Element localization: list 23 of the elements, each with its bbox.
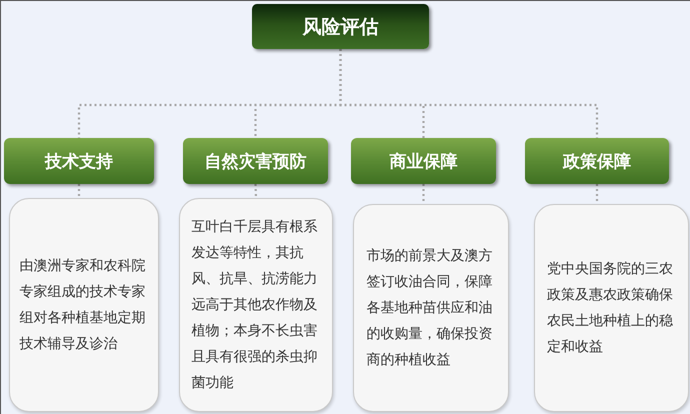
description-text: 党中央国务院的三农政策及惠农政策确保农民土地种植上的稳定和收益 <box>547 260 674 357</box>
category-label: 商业保障 <box>390 150 458 172</box>
category-label: 自然灾害预防 <box>204 150 306 172</box>
category-box <box>183 138 328 184</box>
connector-line <box>422 184 425 204</box>
connector-line <box>339 49 598 138</box>
root-box <box>252 4 429 49</box>
category-box <box>525 138 669 184</box>
description-card <box>179 198 333 412</box>
connector-line <box>254 184 258 198</box>
description-card <box>9 198 159 412</box>
connector-line <box>78 184 80 198</box>
category-box <box>4 138 154 184</box>
description-card <box>353 204 509 412</box>
description-card <box>534 204 689 412</box>
connector-line <box>596 184 598 204</box>
category-label: 政策保障 <box>563 150 631 172</box>
category-label: 技术支持 <box>45 150 113 172</box>
category-box <box>351 138 496 184</box>
root-label: 风险评估 <box>302 14 378 40</box>
description-text: 互叶白千层具有根系发达等特性，其抗风、抗旱、抗涝能力远高于其他农作物及植物；本身不长虫害且具有很强的杀虫抑菌功能 <box>192 218 319 393</box>
description-text: 市场的前景大及澳方签订收油合同，保障各基地种苗供应和油的收购量，确保投资商的种植收益 <box>366 247 494 370</box>
description-text: 由澳洲专家和农科院专家组成的技术专家组对各种植基地定期技术辅导及诊治 <box>20 257 147 354</box>
